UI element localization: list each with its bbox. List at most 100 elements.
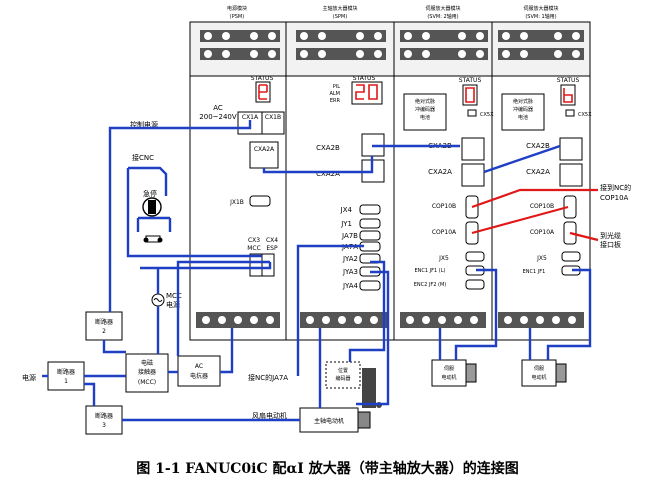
to-cnc-label: 接CNC xyxy=(132,153,154,162)
svm1-encoder-note-2: 冲编码器 xyxy=(513,106,533,113)
spindle-motor-label: 主轴电动机 xyxy=(314,417,344,425)
psm-code: (PSM) xyxy=(230,14,244,20)
psm-cx3-sub: MCC xyxy=(247,245,261,252)
top-terminal-screws xyxy=(200,30,584,60)
servo-motor-1-label-1: 伺服 xyxy=(444,365,454,372)
svm2-cxa2b-connector[interactable] xyxy=(461,137,485,161)
psm-cx4-label: CX4 xyxy=(266,237,278,244)
mcc-power-label-1: MCC xyxy=(166,292,182,300)
breaker-3-number: 3 xyxy=(102,422,106,429)
svm2-encoder-note-3: 电池 xyxy=(420,114,430,121)
servo-motor-2: 伺服 电动机 xyxy=(521,359,567,387)
servo-motor-2-label-2: 电动机 xyxy=(531,374,546,381)
svm2-cx5x-label: CX5X xyxy=(480,112,494,118)
bottom-terminal-strips xyxy=(196,312,584,328)
position-encoder-label-2: 编码器 xyxy=(335,375,350,382)
fan-motor-label: 风扇电动机 xyxy=(252,411,287,420)
to-nc-cop10a-label-2: COP10A xyxy=(600,194,629,202)
reactor-label-2: 电抗器 xyxy=(190,372,208,380)
spm-ja7b-label: JA7B xyxy=(341,232,358,240)
breaker-2 xyxy=(85,311,123,341)
svm1-cxa2a-label: CXA2A xyxy=(526,168,550,176)
svm2-cx5x-connector[interactable] xyxy=(467,109,477,117)
spm-jy1-label: JY1 xyxy=(340,220,352,228)
breaker-1 xyxy=(47,361,85,391)
to-nc-cop10a-label-1: 接到NC的 xyxy=(600,183,631,192)
psm-jx1b-label: JX1B xyxy=(229,199,244,206)
servo-motor-2-label-1: 伺服 xyxy=(534,365,544,372)
svm2-jx5-label: JX5 xyxy=(438,255,449,262)
svm1-battery-box xyxy=(501,93,545,131)
svm1-status-label: STATUS xyxy=(557,77,580,84)
to-nc-ja7a-label: 接NC的JA7A xyxy=(248,373,288,382)
breaker-3-label: 断路器 xyxy=(95,412,113,420)
fiber-board-label-2: 接口板 xyxy=(600,240,621,249)
svm1-cx5x-connector[interactable] xyxy=(565,109,575,117)
psm-cx1b-connector[interactable] xyxy=(261,111,285,135)
svm1-encoder-note-1: 绝对式脉 xyxy=(513,98,533,105)
svm1-cx5x-label: CX5X xyxy=(578,112,592,118)
psm-cxa2a-connector[interactable] xyxy=(249,141,279,169)
reactor-label-1: AC xyxy=(195,363,203,370)
contactor-label-2: 接触器 xyxy=(138,368,156,376)
svm2-encoder-note-1: 绝对式脉 xyxy=(415,98,435,105)
svm2-status-label: STATUS xyxy=(459,77,482,84)
psm-cx3-label: CX3 xyxy=(248,237,260,244)
svm2-title: 伺服放大器模块 xyxy=(425,5,460,12)
spindle-motor xyxy=(299,407,359,433)
spm-signal-connectors[interactable] xyxy=(359,204,381,291)
psm-ac-line2: 200~240V xyxy=(199,113,237,121)
ac-reactor xyxy=(177,355,221,387)
svm1-cop10a-label: COP10A xyxy=(530,229,555,236)
svm1-enc1-label: ENC1 JF1 xyxy=(523,269,546,275)
fiber-optic-cables xyxy=(471,188,599,242)
svm1-cxa2a-connector[interactable] xyxy=(559,163,583,187)
svm2-enc1-label: ENC1 JF1 (L) xyxy=(415,268,446,274)
psm-ac-line1: AC xyxy=(213,104,223,112)
breaker-1-number: 1 xyxy=(64,378,68,385)
spm-pil-label: PIL xyxy=(333,84,340,90)
estop-button-icon xyxy=(142,197,163,243)
spm-code: (SPM) xyxy=(333,14,347,20)
breaker-1-label: 断路器 xyxy=(57,368,75,376)
estop-label: 急停 xyxy=(143,189,157,198)
control-power-label: 控制电源 xyxy=(130,120,158,129)
psm-jx1b-connector[interactable] xyxy=(249,195,271,207)
spm-cxa2b-label: CXA2B xyxy=(316,144,340,152)
svm1-title: 伺服放大器模块 xyxy=(523,5,558,12)
mcc-power-label-2: 电源 xyxy=(166,300,180,309)
spm-jya2-label: JYA2 xyxy=(342,255,358,263)
breaker-2-number: 2 xyxy=(102,328,106,335)
psm-cxa2a-label: CXA2A xyxy=(254,146,275,153)
svm2-cxa2a-connector[interactable] xyxy=(461,163,485,187)
svm2-code: (SVM: 2轴用) xyxy=(427,13,458,20)
spm-cxa2a-label: CXA2A xyxy=(316,170,340,178)
spm-jya4-label: JYA4 xyxy=(342,282,359,290)
spm-err-label: ERR xyxy=(330,98,341,104)
psm-cx4-sub: ESP xyxy=(266,245,278,252)
spm-status-label: STATUS xyxy=(353,75,376,82)
position-encoder-label-1: 位置 xyxy=(338,367,348,374)
svm2-battery-box xyxy=(403,93,447,131)
mains-label: 电源 xyxy=(22,373,36,382)
svm2-jx5-connector[interactable] xyxy=(465,251,485,262)
svm2-cxa2a-label: CXA2A xyxy=(428,168,452,176)
psm-title: 电源模块 xyxy=(227,5,247,12)
servo-motor-1: 伺服 电动机 xyxy=(431,359,477,387)
svm1-jx5-connector[interactable] xyxy=(561,251,581,262)
power-and-signal-cables xyxy=(42,120,592,422)
psm-cx1b-label: CX1B xyxy=(265,114,281,121)
position-encoder xyxy=(325,361,361,389)
svm1-cxa2b-label: CXA2B xyxy=(526,142,550,150)
svm2-enc2-connector[interactable] xyxy=(465,279,485,290)
contactor-label-3: (MCC) xyxy=(138,379,156,386)
svm1-cop10b-label: COP10B xyxy=(530,203,554,210)
gear-icon xyxy=(362,368,382,408)
spm-title: 主轴放大器模块 xyxy=(322,5,357,12)
svm1-cxa2b-connector[interactable] xyxy=(559,137,583,161)
magnetic-contactor xyxy=(125,353,169,393)
breaker-2-label: 断路器 xyxy=(95,318,113,326)
spm-jya3-label: JYA3 xyxy=(342,268,358,276)
fiber-board-label-1: 到光缆 xyxy=(600,231,621,240)
